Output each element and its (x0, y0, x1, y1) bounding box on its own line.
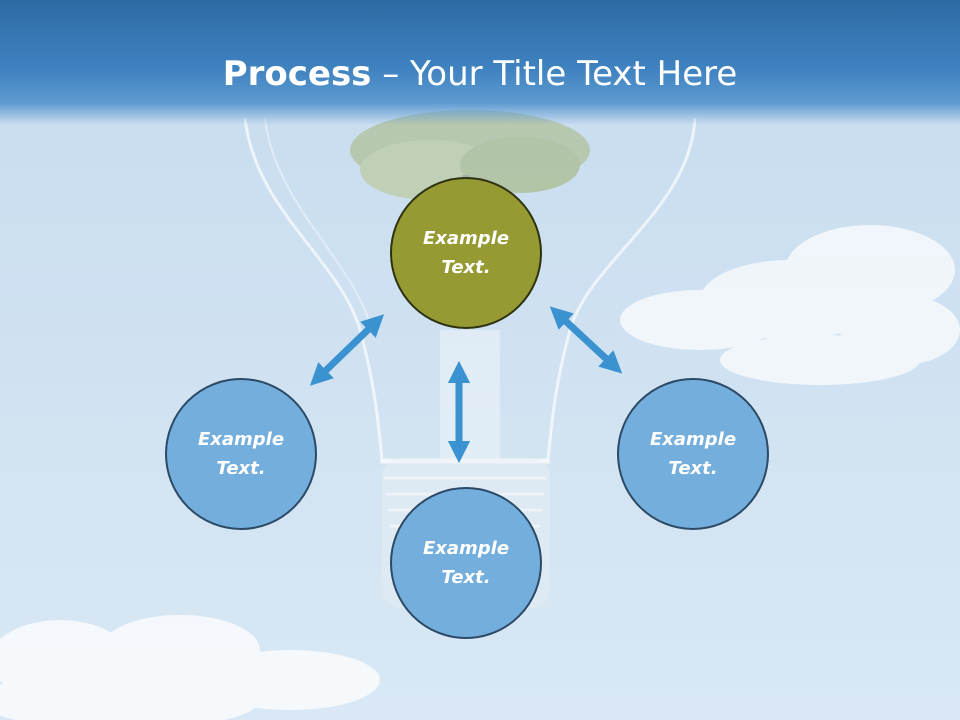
right-circle-text: Example Text. (649, 429, 737, 479)
bottom-circle-text: Example Text. (422, 538, 510, 588)
title-banner (0, 0, 960, 125)
slide-title: Process – Your Title Text Here (0, 52, 960, 96)
left-circle: Example Text. (165, 378, 317, 530)
arrow-center-right (549, 306, 623, 374)
center-circle: Example Text. (390, 177, 542, 329)
bottom-circle: Example Text. (390, 487, 542, 639)
title-rest: – Your Title Text Here (371, 54, 738, 94)
arrow-center-left (309, 314, 385, 386)
center-circle-text: Example Text. (422, 228, 510, 278)
right-circle: Example Text. (617, 378, 769, 530)
cloud-graphic-left (0, 615, 380, 720)
title-strong: Process (222, 54, 372, 94)
left-circle-text: Example Text. (197, 429, 285, 479)
cloud-graphic-right (620, 225, 960, 385)
